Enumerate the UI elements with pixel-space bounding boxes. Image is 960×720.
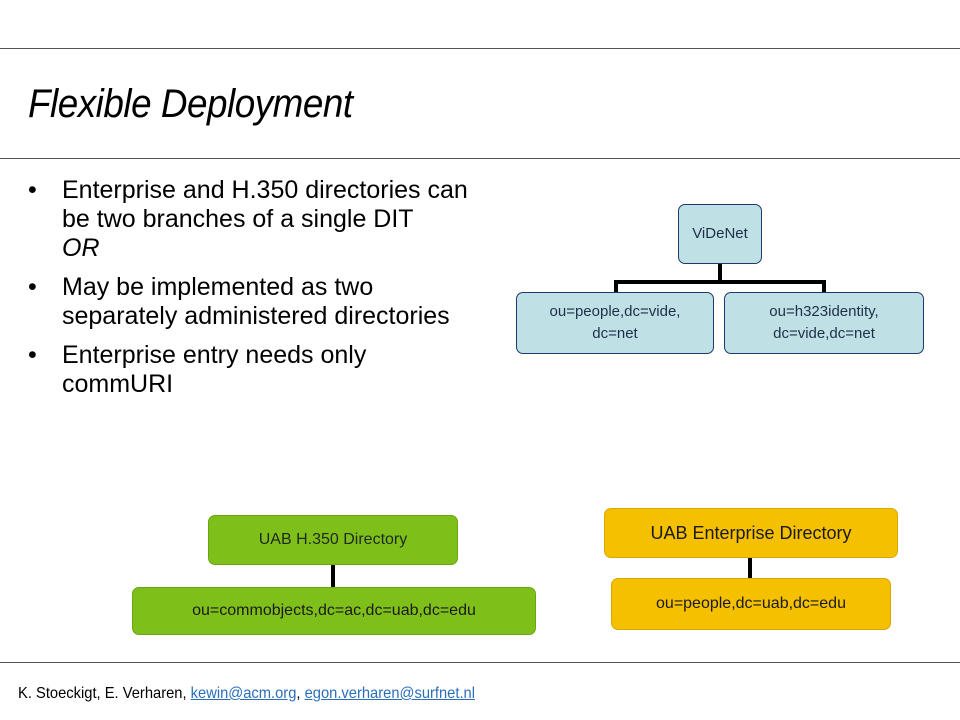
footer-separator: , [296,685,305,702]
videnet-root-node: ViDeNet [678,204,762,264]
footer-authors: K. Stoeckigt, E. Verharen, [18,685,191,702]
bullet-text: Enterprise entry needs only commURI [62,341,367,398]
videnet-connector-left [614,280,618,294]
bullet-item: • Enterprise entry needs only commURI [28,341,468,399]
videnet-h323-node: ou=h323identity, dc=vide,dc=net [724,292,924,354]
videnet-h323-label: ou=h323identity, dc=vide,dc=net [769,303,879,342]
h350-root-node: UAB H.350 Directory [208,515,458,565]
bullet-item: • Enterprise and H.350 directories can b… [28,176,468,263]
footer-email-link-1[interactable]: kewin@acm.org [190,685,297,702]
bullet-glyph: • [28,273,37,301]
footer-email-link-2[interactable]: egon.verharen@surfnet.nl [304,685,476,702]
bullet-list: • Enterprise and H.350 directories can b… [28,176,468,409]
h350-child-node: ou=commobjects,dc=ac,dc=uab,dc=edu [132,587,536,635]
top-rule [0,48,960,49]
h350-connector [331,562,335,590]
bullet-glyph: • [28,341,37,369]
title-rule [0,158,960,159]
enterprise-connector [748,556,752,580]
bullet-glyph: • [28,176,37,204]
videnet-people-node: ou=people,dc=vide, dc=net [516,292,714,354]
enterprise-child-node: ou=people,dc=uab,dc=edu [611,578,891,630]
bullet-text: Enterprise and H.350 directories can be … [62,176,468,233]
videnet-connector-right [822,280,826,294]
slide-title: Flexible Deployment [28,82,353,126]
enterprise-root-node: UAB Enterprise Directory [604,508,898,558]
bullet-item: • May be implemented as two separately a… [28,273,468,331]
videnet-connector-bar [614,280,826,284]
footer-rule [0,662,960,663]
videnet-connector-stem [718,262,722,282]
bullet-text: May be implemented as two separately adm… [62,273,450,330]
footer: K. Stoeckigt, E. Verharen, kewin@acm.org… [18,685,475,703]
bullet-or: OR [62,234,100,262]
videnet-people-label: ou=people,dc=vide, dc=net [549,303,681,342]
